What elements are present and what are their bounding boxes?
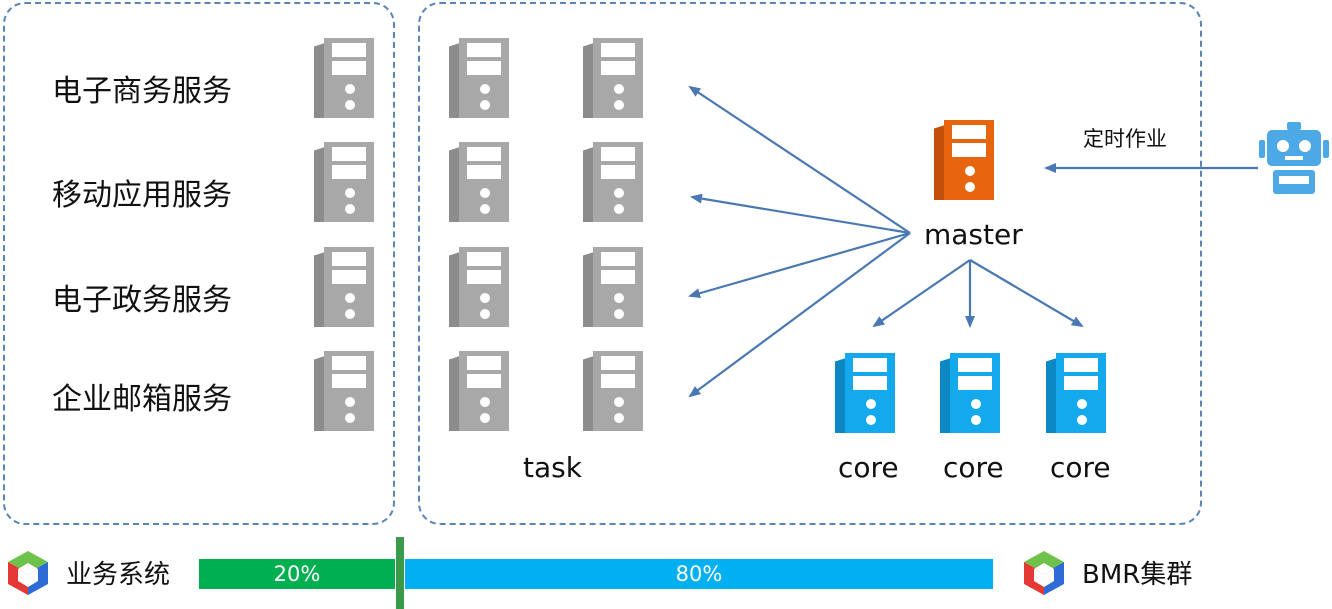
master-to-task-arrow: [688, 85, 911, 234]
task-server-icon: [583, 247, 643, 327]
scheduler-label: 定时作业: [1083, 127, 1167, 151]
task-server-icon: [449, 142, 509, 222]
share-divider: [396, 537, 404, 609]
service-label-mail: 企业邮箱服务: [52, 382, 232, 417]
master-to-task-arrow: [688, 232, 911, 398]
task-label: task: [523, 451, 582, 484]
task-server-icon: [449, 38, 509, 118]
business-share-value: 20%: [273, 562, 321, 586]
service-label-ecommerce: 电子商务服务: [52, 74, 232, 109]
task-server-icon: [449, 247, 509, 327]
core-label: core: [943, 451, 1004, 484]
task-server-icon: [583, 351, 643, 431]
core-server-icon: [1046, 353, 1106, 433]
business-cube-logo-icon: [8, 551, 48, 595]
master-to-task-arrow: [688, 231, 911, 299]
task-server-icon: [449, 351, 509, 431]
server-icon: [314, 38, 374, 118]
server-icon: [314, 351, 374, 431]
business-system-group: [3, 2, 395, 525]
core-label: core: [838, 451, 899, 484]
core-server-icon: [835, 353, 895, 433]
core-server-icon: [940, 353, 1000, 433]
cluster-cube-logo-icon: [1024, 551, 1064, 595]
master-label: master: [924, 218, 1023, 251]
server-icon: [314, 142, 374, 222]
business-system-label: 业务系统: [66, 560, 171, 590]
master-server-icon: [934, 120, 994, 200]
master-to-core-arrow: [872, 259, 971, 328]
service-label-mobile: 移动应用服务: [52, 178, 232, 213]
cluster-share-bar: 80%: [405, 559, 993, 589]
master-to-task-arrow: [690, 193, 911, 235]
task-server-icon: [583, 142, 643, 222]
bmr-cluster-group: [418, 2, 1202, 525]
master-to-core-arrow: [969, 259, 1084, 328]
business-share-bar: 20%: [199, 559, 395, 589]
robot-icon: [1259, 122, 1329, 194]
task-server-icon: [583, 38, 643, 118]
service-label-egov: 电子政务服务: [52, 283, 232, 318]
cluster-share-value: 80%: [675, 562, 723, 586]
server-icon: [314, 247, 374, 327]
core-label: core: [1050, 451, 1111, 484]
bmr-cluster-label: BMR集群: [1082, 560, 1193, 590]
